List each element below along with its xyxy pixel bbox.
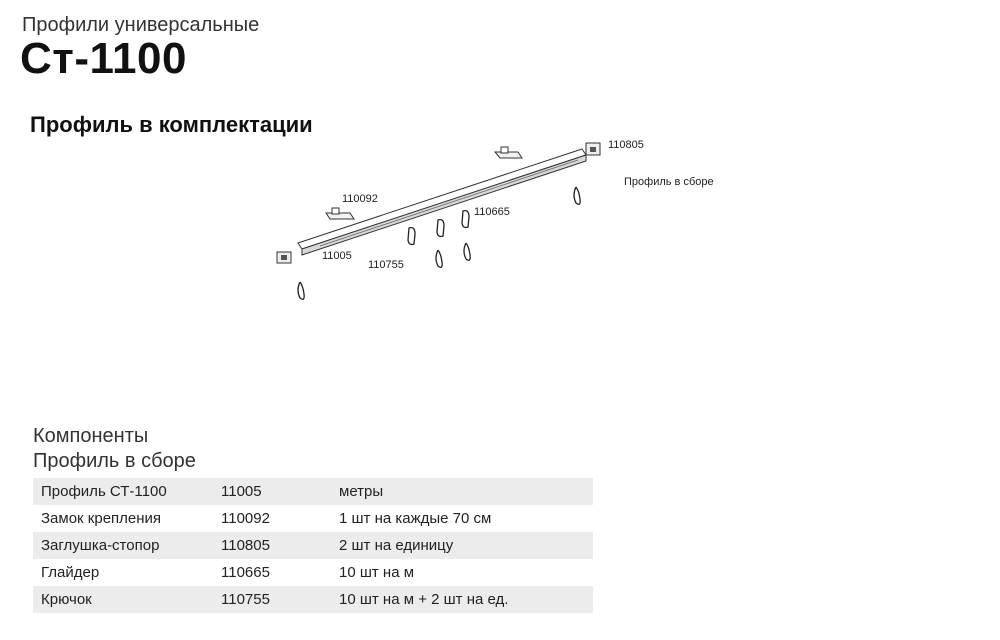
component-qty: метры [331, 478, 593, 505]
table-row: Крючок 110755 10 шт на м + 2 шт на ед. [33, 586, 593, 613]
label-110805: 110805 [608, 139, 644, 151]
component-name: Заглушка-стопор [33, 532, 213, 559]
component-name: Глайдер [41, 564, 100, 581]
end-cap-right-icon [585, 142, 601, 156]
mounting-lock-icon [493, 146, 523, 159]
component-code: 110805 [213, 532, 331, 559]
table-row: Глайдер 110665 10 шт на м [33, 559, 593, 586]
component-qty: 1 шт на каждые 70 см [339, 510, 492, 527]
profile-diagram: 110805 Профиль в сборе 110092 110665 110… [276, 139, 714, 300]
component-name: Профиль СТ-1100 [33, 478, 213, 505]
components-table: Профиль СТ-1100 11005 метры Замок крепле… [33, 478, 593, 613]
table-row: Заглушка-стопор 110805 2 шт на единицу [33, 532, 593, 559]
component-name: Замок крепления [41, 510, 162, 527]
table-row: Замок крепления 110092 1 шт на каждые 70… [33, 505, 593, 532]
label-110665: 110665 [474, 206, 510, 218]
label-assembled-profile: Профиль в сборе [624, 176, 714, 188]
component-name: Крючок [33, 586, 213, 613]
glider-icon [407, 209, 470, 246]
hook-icon [297, 186, 581, 300]
component-code: 11005 [213, 478, 331, 505]
components-heading: Компоненты [33, 425, 149, 447]
page-title: Ст-1100 [20, 34, 187, 83]
components-subheading: Профиль в сборе [33, 450, 196, 472]
end-cap-left-icon [276, 251, 292, 264]
component-qty: 10 шт на м [339, 564, 415, 581]
component-qty: 10 шт на м + 2 шт на ед. [331, 586, 593, 613]
table-row: Профиль СТ-1100 11005 метры [33, 478, 593, 505]
component-code: 110755 [213, 586, 331, 613]
mounting-lock-icon [325, 207, 355, 220]
label-110755: 110755 [368, 259, 404, 271]
component-code: 110665 [221, 564, 270, 581]
component-qty: 2 шт на единицу [331, 532, 593, 559]
component-code: 110092 [221, 510, 270, 527]
section-title: Профиль в комплектации [30, 112, 313, 137]
page-subtitle: Профили универсальные [22, 14, 260, 36]
label-11005: 11005 [322, 250, 352, 262]
label-110092: 110092 [342, 193, 378, 205]
